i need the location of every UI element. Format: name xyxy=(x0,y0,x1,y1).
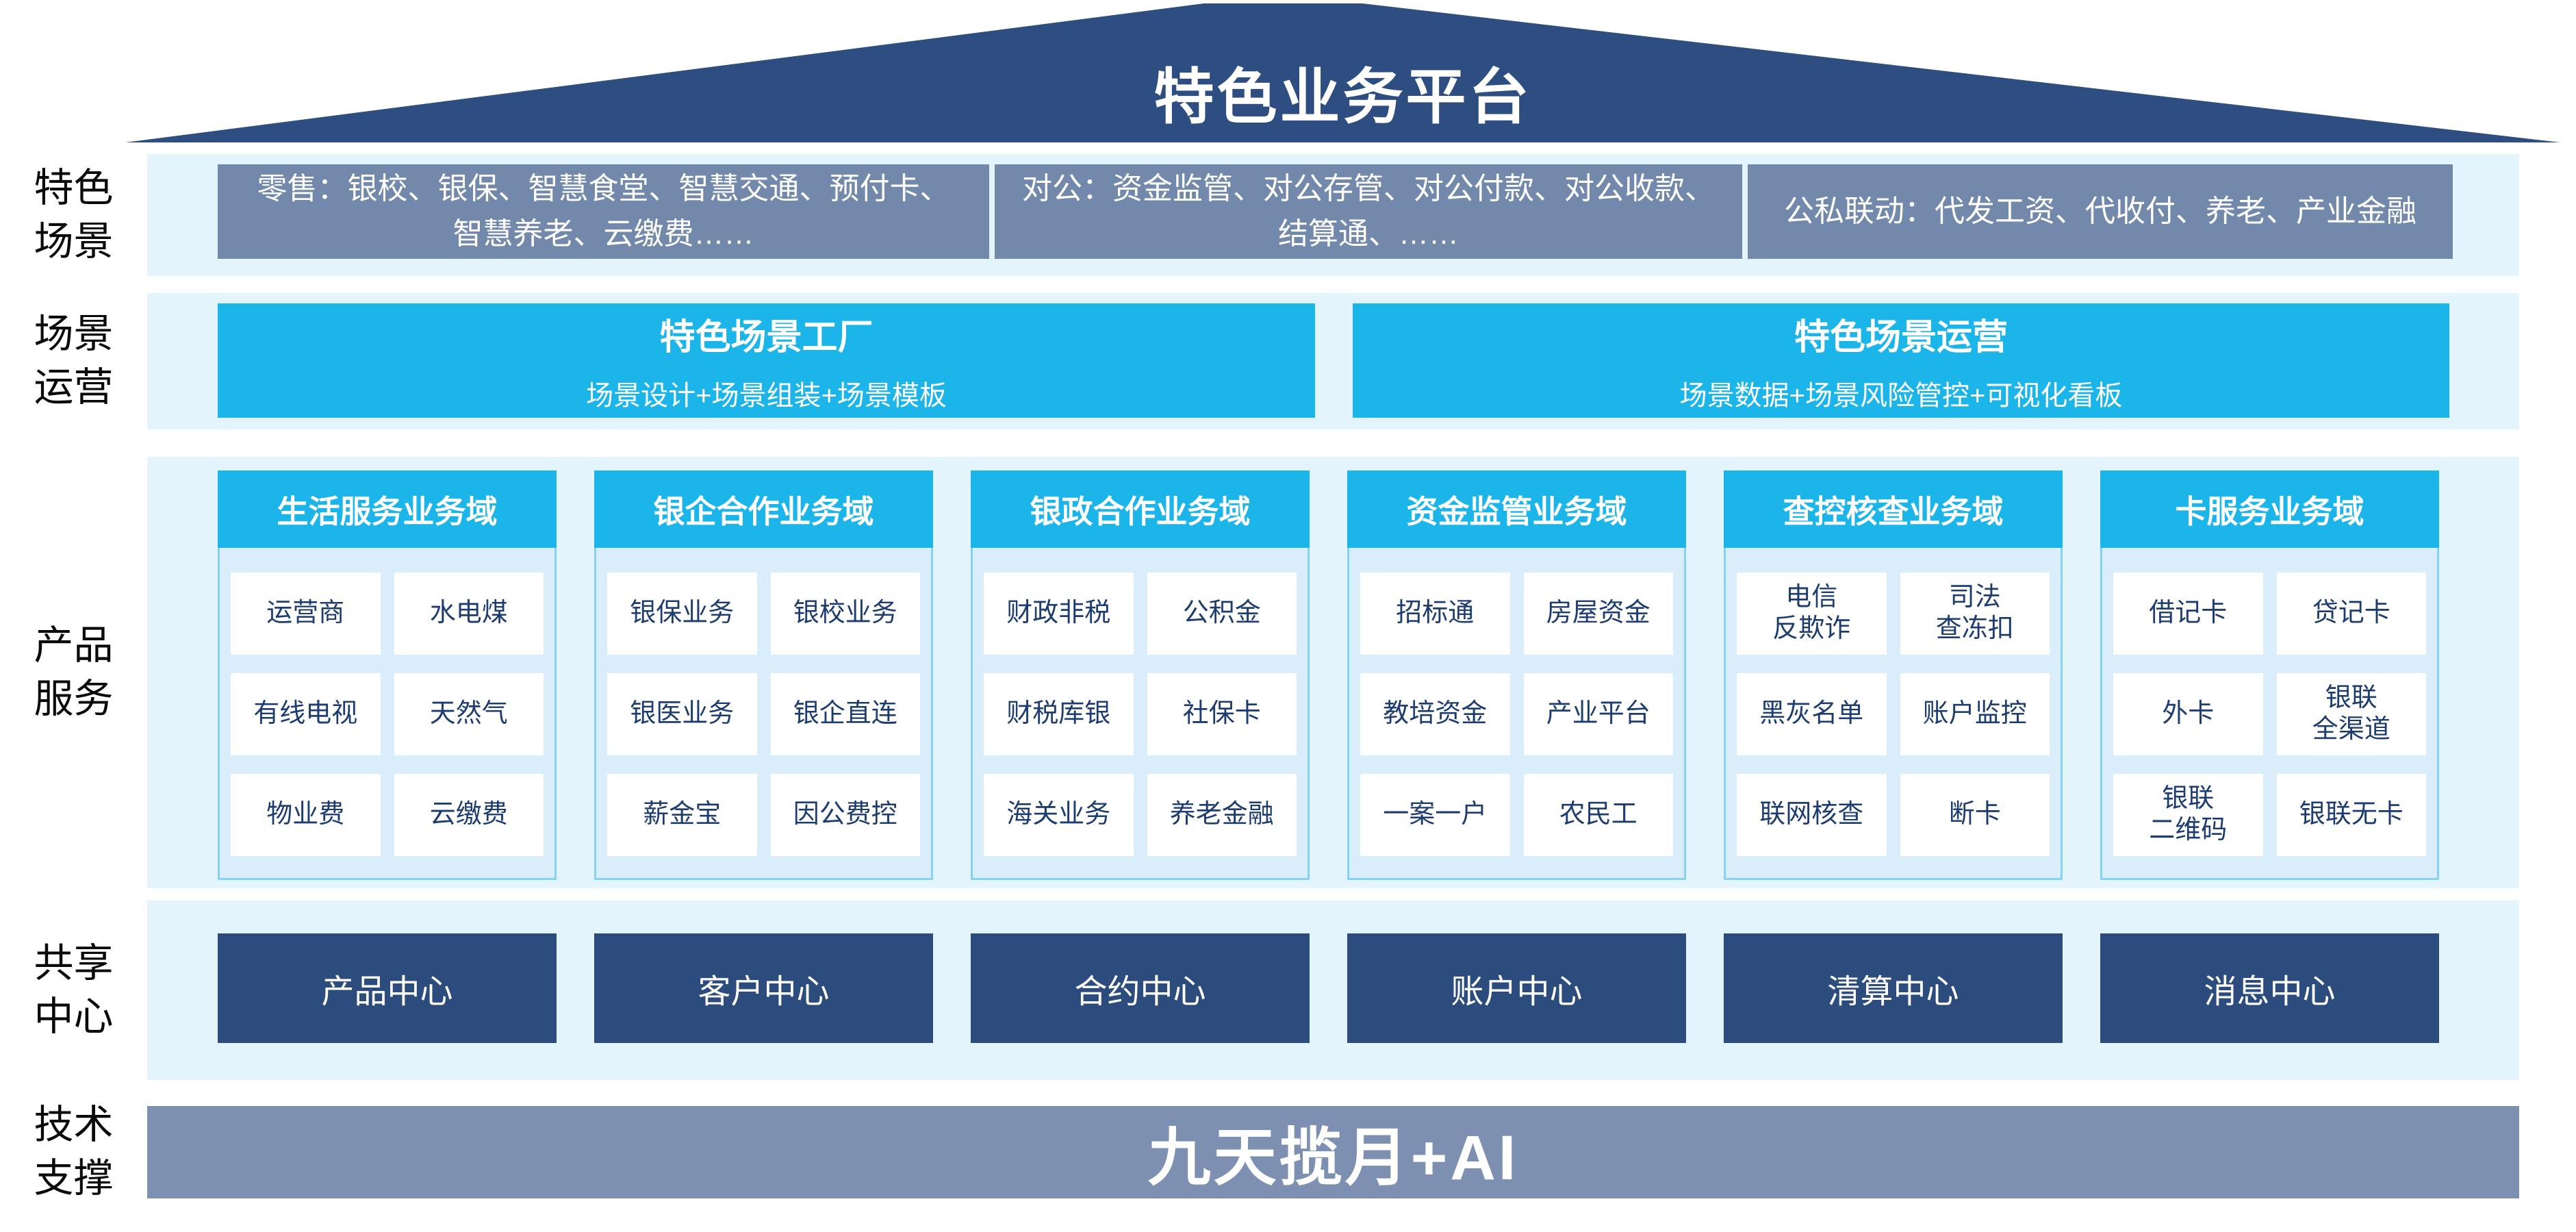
side-label-operation: 场景 运营 xyxy=(34,312,114,410)
product-cell: 物业费 xyxy=(231,774,381,856)
tech-support-bar: 九天揽月+AI xyxy=(147,1106,2519,1198)
scene-box-linkage: 公私联动：代发工资、代收付、养老、产业金融 xyxy=(1748,164,2453,259)
product-cell: 因公费控 xyxy=(770,774,920,856)
share-box-contract-center: 合约中心 xyxy=(971,933,1310,1043)
product-cell: 黑灰名单 xyxy=(1737,673,1887,755)
product-cell: 外卡 xyxy=(2113,673,2263,755)
share-box-message-center: 消息中心 xyxy=(2100,933,2439,1043)
product-column-bank-government: 财政非税 公积金 财税库银 社保卡 海关业务 养老金融 xyxy=(971,548,1310,880)
product-cell: 房屋资金 xyxy=(1523,573,1673,655)
product-cell: 贷记卡 xyxy=(2276,573,2426,655)
scene-operation-title: 特色场景运营 xyxy=(1794,318,2008,357)
column-header-bank-enterprise: 银企合作业务域 xyxy=(594,470,933,548)
product-cell: 招标通 xyxy=(1360,573,1510,655)
scene-box-retail: 零售：银校、银保、智慧食堂、智慧交通、预付卡、智慧养老、云缴费…… xyxy=(218,164,989,259)
product-cell: 银医业务 xyxy=(607,673,757,755)
product-cell: 海关业务 xyxy=(984,774,1134,856)
column-header-fund-supervision: 资金监管业务域 xyxy=(1347,470,1686,548)
tech-support-text: 九天揽月+AI xyxy=(1147,1123,1519,1193)
product-cell: 银联无卡 xyxy=(2276,774,2426,856)
side-label-scene: 特色 场景 xyxy=(34,166,114,264)
product-cell: 薪金宝 xyxy=(607,774,757,856)
scene-factory-title: 特色场景工厂 xyxy=(659,318,873,357)
column-header-bank-government: 银政合作业务域 xyxy=(971,470,1310,548)
column-header-card-service: 卡服务业务域 xyxy=(2100,470,2439,548)
product-cell: 电信 反欺诈 xyxy=(1737,573,1887,655)
product-cell: 公积金 xyxy=(1147,573,1297,655)
product-column-fund-supervision: 招标通 房屋资金 教培资金 产业平台 一案一户 农民工 xyxy=(1347,548,1686,880)
side-label-tech: 技术 支撑 xyxy=(34,1103,114,1201)
share-box-product-center: 产品中心 xyxy=(218,933,557,1043)
scene-factory-subtitle: 场景设计+场景组装+场景模板 xyxy=(586,381,947,411)
product-cell: 财政非税 xyxy=(984,573,1134,655)
share-box-customer-center: 客户中心 xyxy=(594,933,933,1043)
product-cell: 司法 查冻扣 xyxy=(1900,573,2050,655)
product-column-bank-enterprise: 银保业务 银校业务 银医业务 银企直连 薪金宝 因公费控 xyxy=(594,548,933,880)
side-label-product: 产品 服务 xyxy=(34,623,114,722)
scene-box-corporate: 对公：资金监管、对公存管、对公付款、对公收款、结算通、…… xyxy=(995,164,1742,259)
product-cell: 水电煤 xyxy=(394,573,544,655)
product-cell: 天然气 xyxy=(394,673,544,755)
product-cell: 农民工 xyxy=(1523,774,1673,856)
product-cell: 运营商 xyxy=(231,573,381,655)
product-cell: 财税库银 xyxy=(984,673,1134,755)
product-cell: 银联 全渠道 xyxy=(2276,673,2426,755)
product-cell: 银企直连 xyxy=(770,673,920,755)
product-cell: 一案一户 xyxy=(1360,774,1510,856)
product-column-card-service: 借记卡 贷记卡 外卡 银联 全渠道 银联 二维码 银联无卡 xyxy=(2100,548,2439,880)
product-cell: 社保卡 xyxy=(1147,673,1297,755)
product-cell: 养老金融 xyxy=(1147,774,1297,856)
product-cell: 账户监控 xyxy=(1900,673,2050,755)
share-box-account-center: 账户中心 xyxy=(1347,933,1686,1043)
side-label-share: 共享 中心 xyxy=(34,941,114,1040)
scene-operation-box: 特色场景运营 场景数据+场景风险管控+可视化看板 xyxy=(1353,303,2449,418)
product-cell: 云缴费 xyxy=(394,774,544,856)
column-header-inquiry-verification: 查控核查业务域 xyxy=(1724,470,2063,548)
scene-operation-subtitle: 场景数据+场景风险管控+可视化看板 xyxy=(1679,381,2123,411)
scene-factory-box: 特色场景工厂 场景设计+场景组装+场景模板 xyxy=(218,303,1315,418)
product-cell: 联网核查 xyxy=(1737,774,1887,856)
share-box-clearing-center: 清算中心 xyxy=(1724,933,2063,1043)
product-cell: 教培资金 xyxy=(1360,673,1510,755)
product-cell: 有线电视 xyxy=(231,673,381,755)
product-column-inquiry-verification: 电信 反欺诈 司法 查冻扣 黑灰名单 账户监控 联网核查 断卡 xyxy=(1724,548,2063,880)
platform-roof-banner: 特色业务平台 xyxy=(125,3,2560,142)
product-cell: 银保业务 xyxy=(607,573,757,655)
column-header-life-service: 生活服务业务域 xyxy=(218,470,557,548)
product-cell: 产业平台 xyxy=(1523,673,1673,755)
product-cell: 银校业务 xyxy=(770,573,920,655)
product-cell: 断卡 xyxy=(1900,774,2050,856)
product-cell: 借记卡 xyxy=(2113,573,2263,655)
product-cell: 银联 二维码 xyxy=(2113,774,2263,856)
platform-title: 特色业务平台 xyxy=(1153,62,1532,131)
product-column-life-service: 运营商 水电煤 有线电视 天然气 物业费 云缴费 xyxy=(218,548,557,880)
